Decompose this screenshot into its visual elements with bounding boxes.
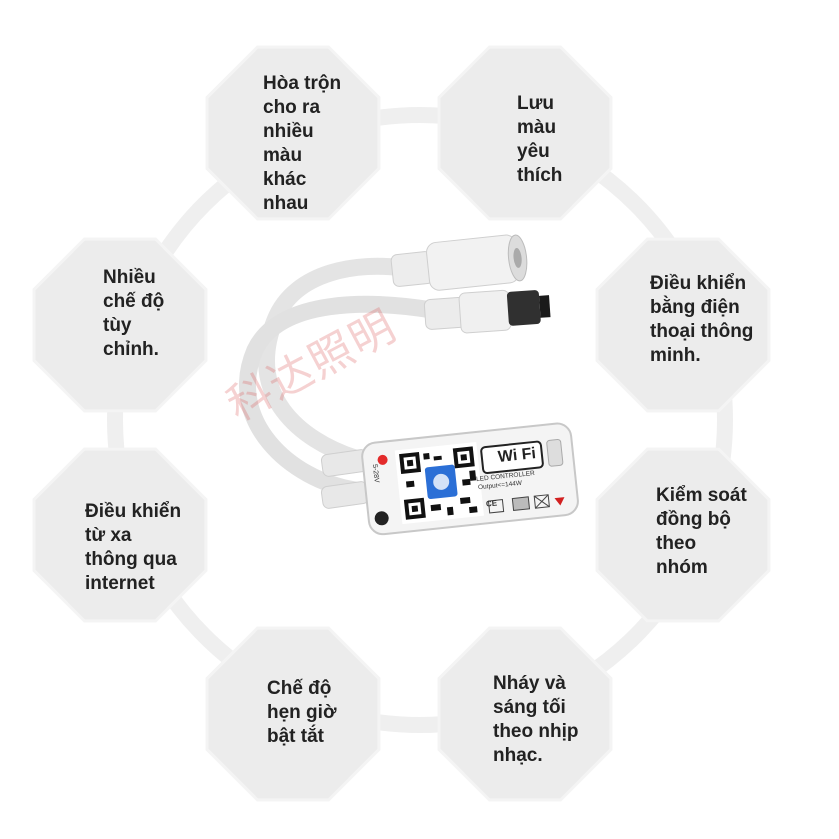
status-led bbox=[377, 454, 388, 465]
feature-group-sync-text: Kiểm soát đồng bộ theo nhóm bbox=[656, 485, 747, 578]
feature-timer-mode-text: Chế độ hẹn giờ bật tắt bbox=[267, 678, 337, 747]
feature-octagon-mix-colors bbox=[205, 45, 381, 221]
dc-female-connector bbox=[390, 234, 528, 291]
feature-music-flash-text: Nháy và sáng tối theo nhịp nhạc. bbox=[493, 673, 579, 766]
qr-code bbox=[394, 441, 484, 525]
arrow-indicator-icon bbox=[554, 497, 565, 506]
feature-octagon-save-favorite bbox=[437, 45, 613, 221]
feature-custom-modes-text: Nhiều chế độ tùy chỉnh. bbox=[103, 267, 165, 360]
octagon-group bbox=[32, 45, 771, 802]
feature-octagon-custom-modes bbox=[32, 237, 208, 413]
feature-remote-internet-text: Điều khiển từ xa thông qua internet bbox=[85, 501, 182, 594]
feature-octagon-group-sync bbox=[595, 447, 771, 623]
dc-male-connector bbox=[423, 289, 551, 334]
plug-icon bbox=[511, 496, 531, 512]
feature-octagon-timer-mode bbox=[205, 626, 381, 802]
feature-octagon-music-flash bbox=[437, 626, 613, 802]
ring bbox=[107, 107, 733, 733]
feature-octagon-smartphone-control bbox=[595, 237, 771, 413]
ir-receiver bbox=[374, 511, 389, 526]
recycle-bin-icon bbox=[533, 494, 550, 509]
wifi-logo-box bbox=[480, 440, 544, 474]
controller-ce-mark: CE bbox=[485, 498, 498, 509]
feature-octagon-remote-internet bbox=[32, 447, 208, 623]
feature-mix-colors-text: Hòa trộn cho ra nhiều màu khác nhau bbox=[263, 73, 342, 214]
wifi-controller-product bbox=[239, 234, 579, 536]
controller-body bbox=[361, 422, 579, 536]
cable-bottom bbox=[239, 295, 441, 499]
feature-save-favorite-text: Lưu màu yêu thích bbox=[517, 93, 563, 186]
cert-icon bbox=[487, 499, 505, 514]
feature-smartphone-control-text: Điều khiển bằng điện thoại thông minh. bbox=[650, 273, 754, 366]
mode-button bbox=[546, 438, 564, 467]
